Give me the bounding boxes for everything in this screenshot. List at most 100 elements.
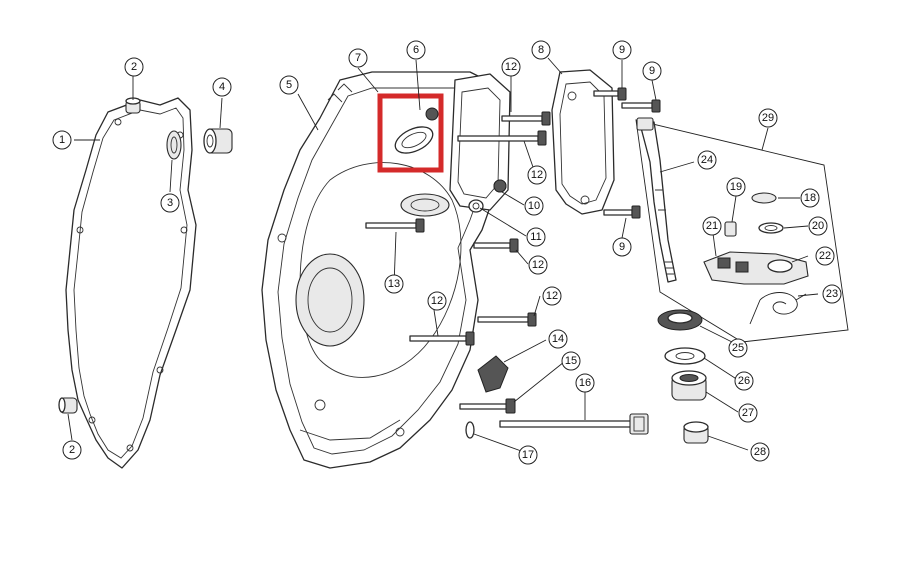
callout-9: 9 <box>612 237 632 257</box>
callout-circle <box>697 150 717 170</box>
callout-number: 24 <box>701 154 713 166</box>
callout-number: 12 <box>505 61 517 73</box>
part-pin-19 <box>724 221 737 237</box>
callout-circle <box>384 274 404 294</box>
callout-9: 9 <box>612 40 632 60</box>
callout-24: 24 <box>697 150 717 170</box>
callout-circle <box>612 237 632 257</box>
callout-circle <box>815 246 835 266</box>
part-seal-3 <box>166 130 182 160</box>
part-bolt-9a <box>593 87 627 101</box>
leader-lines <box>67 57 819 453</box>
callout-12: 12 <box>527 165 547 185</box>
callout-circle <box>124 57 144 77</box>
callout-number: 12 <box>532 259 544 271</box>
callout-circle <box>52 130 72 150</box>
callout-circle <box>734 371 754 391</box>
callout-28: 28 <box>750 442 770 462</box>
part-group-29-outline <box>635 119 849 343</box>
callout-10: 10 <box>524 196 544 216</box>
callout-number: 15 <box>565 355 577 367</box>
callout-number: 12 <box>531 169 543 181</box>
part-bushing-4 <box>203 128 233 154</box>
callout-26: 26 <box>734 371 754 391</box>
callout-3: 3 <box>160 193 180 213</box>
callout-2: 2 <box>124 57 144 77</box>
callout-number: 14 <box>552 333 564 345</box>
callout-circle <box>348 48 368 68</box>
part-gasket <box>65 97 197 469</box>
part-washer-11 <box>468 199 484 213</box>
callout-23: 23 <box>822 284 842 304</box>
callout-6: 6 <box>406 40 426 60</box>
callout-number: 4 <box>219 81 225 93</box>
callout-number: 13 <box>388 278 400 290</box>
callout-22: 22 <box>815 246 835 266</box>
callout-circle <box>642 61 662 81</box>
callout-circle <box>800 188 820 208</box>
callout-number: 27 <box>742 407 754 419</box>
callout-number: 12 <box>431 295 443 307</box>
callout-14: 14 <box>548 329 568 349</box>
callout-number: 23 <box>826 288 838 300</box>
callout-circle <box>542 286 562 306</box>
callout-number: 20 <box>812 220 824 232</box>
callout-12: 12 <box>427 291 447 311</box>
callout-number: 28 <box>754 446 766 458</box>
callout-number: 9 <box>619 44 625 56</box>
callout-number: 18 <box>804 192 816 204</box>
callout-circle <box>758 108 778 128</box>
callout-circle <box>612 40 632 60</box>
callout-number: 19 <box>730 181 742 193</box>
callout-15: 15 <box>561 351 581 371</box>
callout-number: 26 <box>738 375 750 387</box>
callout-16: 16 <box>575 373 595 393</box>
callout-19: 19 <box>726 177 746 197</box>
part-bolt-12-r1 <box>473 238 519 253</box>
callout-circle <box>750 442 770 462</box>
callout-21: 21 <box>702 216 722 236</box>
part-oil-seal-25 <box>657 309 703 331</box>
callout-4: 4 <box>212 77 232 97</box>
callout-circle <box>501 57 521 77</box>
callout-number: 9 <box>619 241 625 253</box>
callout-7: 7 <box>348 48 368 68</box>
callout-circle <box>62 440 82 460</box>
callout-circle <box>518 445 538 465</box>
callout-circle <box>212 77 232 97</box>
callout-number: 21 <box>706 220 718 232</box>
highlight-box <box>377 93 444 173</box>
callout-12: 12 <box>528 255 548 275</box>
callout-number: 29 <box>762 112 774 124</box>
callout-12: 12 <box>542 286 562 306</box>
part-bolt-14 <box>459 398 516 414</box>
callout-number: 10 <box>528 200 540 212</box>
callout-circle <box>531 40 551 60</box>
callout-1: 1 <box>52 130 72 150</box>
callout-circle <box>526 227 546 247</box>
callout-circle <box>160 193 180 213</box>
callout-circle <box>548 329 568 349</box>
callout-8: 8 <box>531 40 551 60</box>
part-bolt-13 <box>457 130 547 146</box>
callout-13: 13 <box>384 274 404 294</box>
callout-number: 12 <box>546 290 558 302</box>
part-washer-10 <box>493 179 507 193</box>
callout-29: 29 <box>758 108 778 128</box>
callout-18: 18 <box>800 188 820 208</box>
part-dowel-top <box>125 97 141 114</box>
callout-number: 7 <box>355 52 361 64</box>
callout-circle <box>738 403 758 423</box>
callout-number: 6 <box>413 44 419 56</box>
callout-5: 5 <box>279 75 299 95</box>
part-washer-26 <box>664 347 706 365</box>
callout-number: 16 <box>579 377 591 389</box>
part-clip-18 <box>751 192 777 204</box>
part-shift-arm-22 <box>703 251 809 285</box>
callout-number: 1 <box>59 134 65 146</box>
part-shaft-24 <box>636 117 677 283</box>
part-plug-17 <box>477 355 509 393</box>
